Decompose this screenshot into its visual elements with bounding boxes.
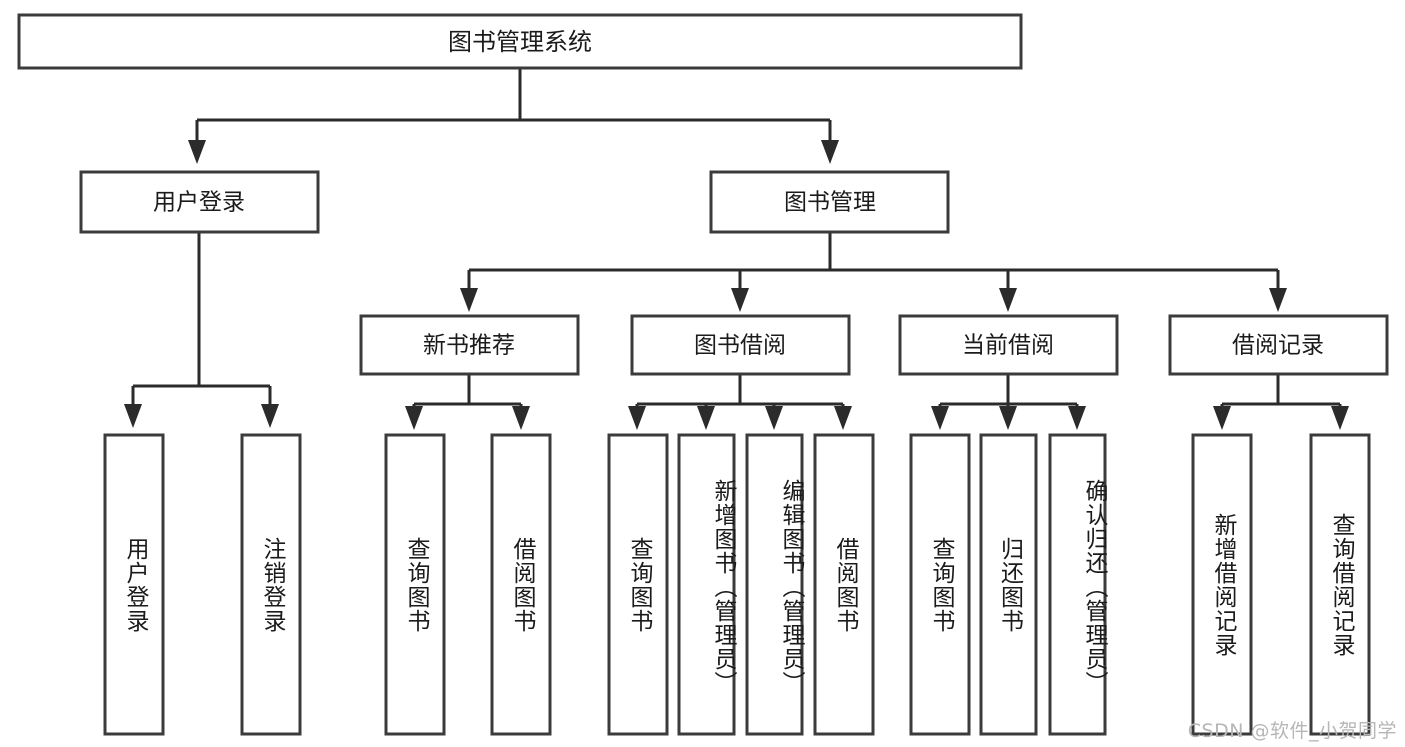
- arrow-borrow-leaf-3: [765, 406, 783, 430]
- leaf-box-record-1[interactable]: [1191, 433, 1253, 736]
- leaf-boxes: [103, 433, 1371, 736]
- node-current-borrow-box[interactable]: [898, 314, 1119, 376]
- node-root-label: 图书管理系统: [448, 28, 592, 56]
- leaf-box-new-book-2[interactable]: [490, 433, 552, 736]
- arrow-user-login-leaf-1: [124, 404, 142, 428]
- leaf-box-borrow-3[interactable]: [745, 433, 804, 736]
- node-book-borrow-label: 图书借阅: [694, 333, 786, 359]
- leaf-box-current-1[interactable]: [909, 433, 971, 736]
- csdn-watermark: CSDN @软件_小贺同学: [1187, 720, 1397, 742]
- arrow-user-login-leaf-2: [261, 404, 279, 428]
- arrow-book-mgmt-to-new-book: [460, 288, 478, 312]
- node-new-book-recommend-label: 新书推荐: [423, 333, 515, 359]
- arrow-borrow-leaf-2: [697, 406, 715, 430]
- arrow-borrow-leaf-1: [628, 406, 646, 430]
- node-borrow-record-box[interactable]: [1168, 314, 1389, 376]
- arrow-root-to-user-login: [188, 140, 206, 164]
- node-book-management-box[interactable]: [709, 170, 950, 234]
- arrow-record-leaf-1: [1213, 406, 1231, 430]
- node-borrow-record[interactable]: 借阅记录: [1168, 314, 1389, 376]
- node-book-borrow-box[interactable]: [630, 314, 851, 376]
- leaf-box-borrow-4[interactable]: [813, 433, 875, 736]
- node-user-login-box[interactable]: [79, 170, 320, 234]
- node-book-management-label: 图书管理: [784, 190, 876, 216]
- arrow-record-leaf-2: [1331, 406, 1349, 430]
- node-user-login-label: 用户登录: [153, 190, 245, 216]
- arrow-current-leaf-3: [1068, 406, 1086, 430]
- arrow-current-leaf-1: [931, 406, 949, 430]
- arrow-new-book-leaf-1: [405, 406, 423, 430]
- connectors: [124, 68, 1349, 430]
- node-current-borrow[interactable]: 当前借阅: [898, 314, 1119, 376]
- leaf-box-borrow-2[interactable]: [677, 433, 736, 736]
- leaf-box-user-login-2[interactable]: [240, 433, 302, 736]
- leaf-box-current-2[interactable]: [979, 433, 1038, 736]
- node-borrow-record-label: 借阅记录: [1232, 333, 1324, 359]
- leaf-box-record-2[interactable]: [1309, 433, 1371, 736]
- node-book-management[interactable]: 图书管理: [709, 170, 950, 234]
- node-user-login[interactable]: 用户登录: [79, 170, 320, 234]
- arrow-borrow-leaf-4: [834, 406, 852, 430]
- arrow-book-mgmt-to-borrow: [731, 288, 749, 312]
- node-root[interactable]: 图书管理系统: [17, 13, 1023, 70]
- leaf-box-new-book-1[interactable]: [384, 433, 446, 736]
- arrow-root-to-book-mgmt: [821, 140, 839, 164]
- node-book-borrow[interactable]: 图书借阅: [630, 314, 851, 376]
- leaf-box-user-login-1[interactable]: [103, 433, 165, 736]
- node-current-borrow-label: 当前借阅: [962, 333, 1054, 359]
- arrow-current-leaf-2: [999, 406, 1017, 430]
- leaf-box-current-3[interactable]: [1048, 433, 1107, 736]
- node-new-book-recommend-box[interactable]: [359, 314, 580, 376]
- arrow-book-mgmt-to-current: [999, 288, 1017, 312]
- node-new-book-recommend[interactable]: 新书推荐: [359, 314, 580, 376]
- leaf-box-borrow-1[interactable]: [607, 433, 669, 736]
- arrow-new-book-leaf-2: [512, 406, 530, 430]
- node-root-box[interactable]: [17, 13, 1023, 70]
- arrow-book-mgmt-to-record: [1269, 288, 1287, 312]
